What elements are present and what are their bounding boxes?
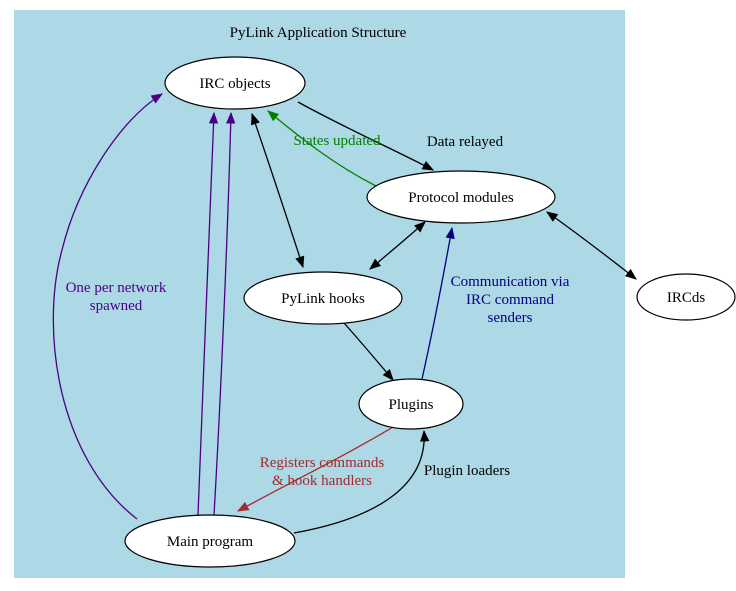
edge-protocolmodules-ircds bbox=[546, 211, 637, 280]
edge-plugins-to-protocolmodules-communication bbox=[421, 226, 455, 380]
edge-ircobjects-pylinkhooks bbox=[251, 112, 305, 269]
node-ellipse-protocol-modules bbox=[366, 170, 556, 224]
edge-label-plugin-loaders: Plugin loaders bbox=[424, 463, 510, 479]
node-protocol-modules: Protocol modules bbox=[366, 170, 556, 224]
edge-label-communication-line3: senders bbox=[488, 310, 533, 326]
node-label-pylink-hooks: PyLink hooks bbox=[281, 291, 365, 307]
edge-pylinkhooks-to-plugins bbox=[343, 322, 394, 381]
edge-label-one-per-network: One per network spawned bbox=[66, 280, 167, 314]
edge-mainprogram-to-plugins-loaders bbox=[293, 429, 430, 534]
edge-mainprogram-to-ircobjects-arc bbox=[52, 93, 163, 520]
node-ellipse-plugins bbox=[358, 378, 464, 430]
node-label-protocol-modules: Protocol modules bbox=[408, 190, 514, 206]
edge-label-one-per-network-line1: One per network bbox=[66, 280, 167, 296]
edge-label-registers-line1: Registers commands bbox=[260, 455, 385, 471]
edge-plugins-to-mainprogram-registers bbox=[236, 426, 394, 512]
node-ellipse-pylink-hooks bbox=[243, 271, 403, 325]
node-label-main-program: Main program bbox=[167, 534, 254, 550]
edge-label-registers: Registers commands & hook handlers bbox=[260, 455, 385, 489]
diagram-title: PyLink Application Structure bbox=[230, 25, 407, 41]
node-main-program: Main program bbox=[124, 514, 296, 568]
edge-mainprogram-to-ircobjects-1 bbox=[197, 111, 219, 516]
edge-protocolmodules-pylinkhooks bbox=[369, 221, 426, 270]
node-ircds: IRCds bbox=[636, 273, 736, 321]
node-plugins: Plugins bbox=[358, 378, 464, 430]
node-label-irc-objects: IRC objects bbox=[199, 76, 270, 92]
edge-label-communication-line1: Communication via bbox=[451, 274, 570, 290]
node-ellipse-ircds bbox=[636, 273, 736, 321]
edge-mainprogram-to-ircobjects-2 bbox=[213, 111, 236, 516]
node-irc-objects: IRC objects bbox=[164, 56, 306, 110]
node-label-ircds: IRCds bbox=[667, 290, 706, 306]
edge-label-registers-line2: & hook handlers bbox=[272, 473, 372, 489]
edge-ircobjects-to-protocolmodules bbox=[297, 101, 435, 171]
node-ellipse-main-program bbox=[124, 514, 296, 568]
node-label-plugins: Plugins bbox=[388, 397, 433, 413]
node-pylink-hooks: PyLink hooks bbox=[243, 271, 403, 325]
edge-label-one-per-network-line2: spawned bbox=[90, 298, 143, 314]
edge-label-communication-line2: IRC command bbox=[466, 292, 554, 308]
edge-label-states-updated: States updated bbox=[293, 133, 381, 149]
edge-label-data-relayed: Data relayed bbox=[427, 134, 504, 150]
node-ellipse-irc-objects bbox=[164, 56, 306, 110]
edge-label-communication: Communication via IRC command senders bbox=[451, 274, 570, 326]
